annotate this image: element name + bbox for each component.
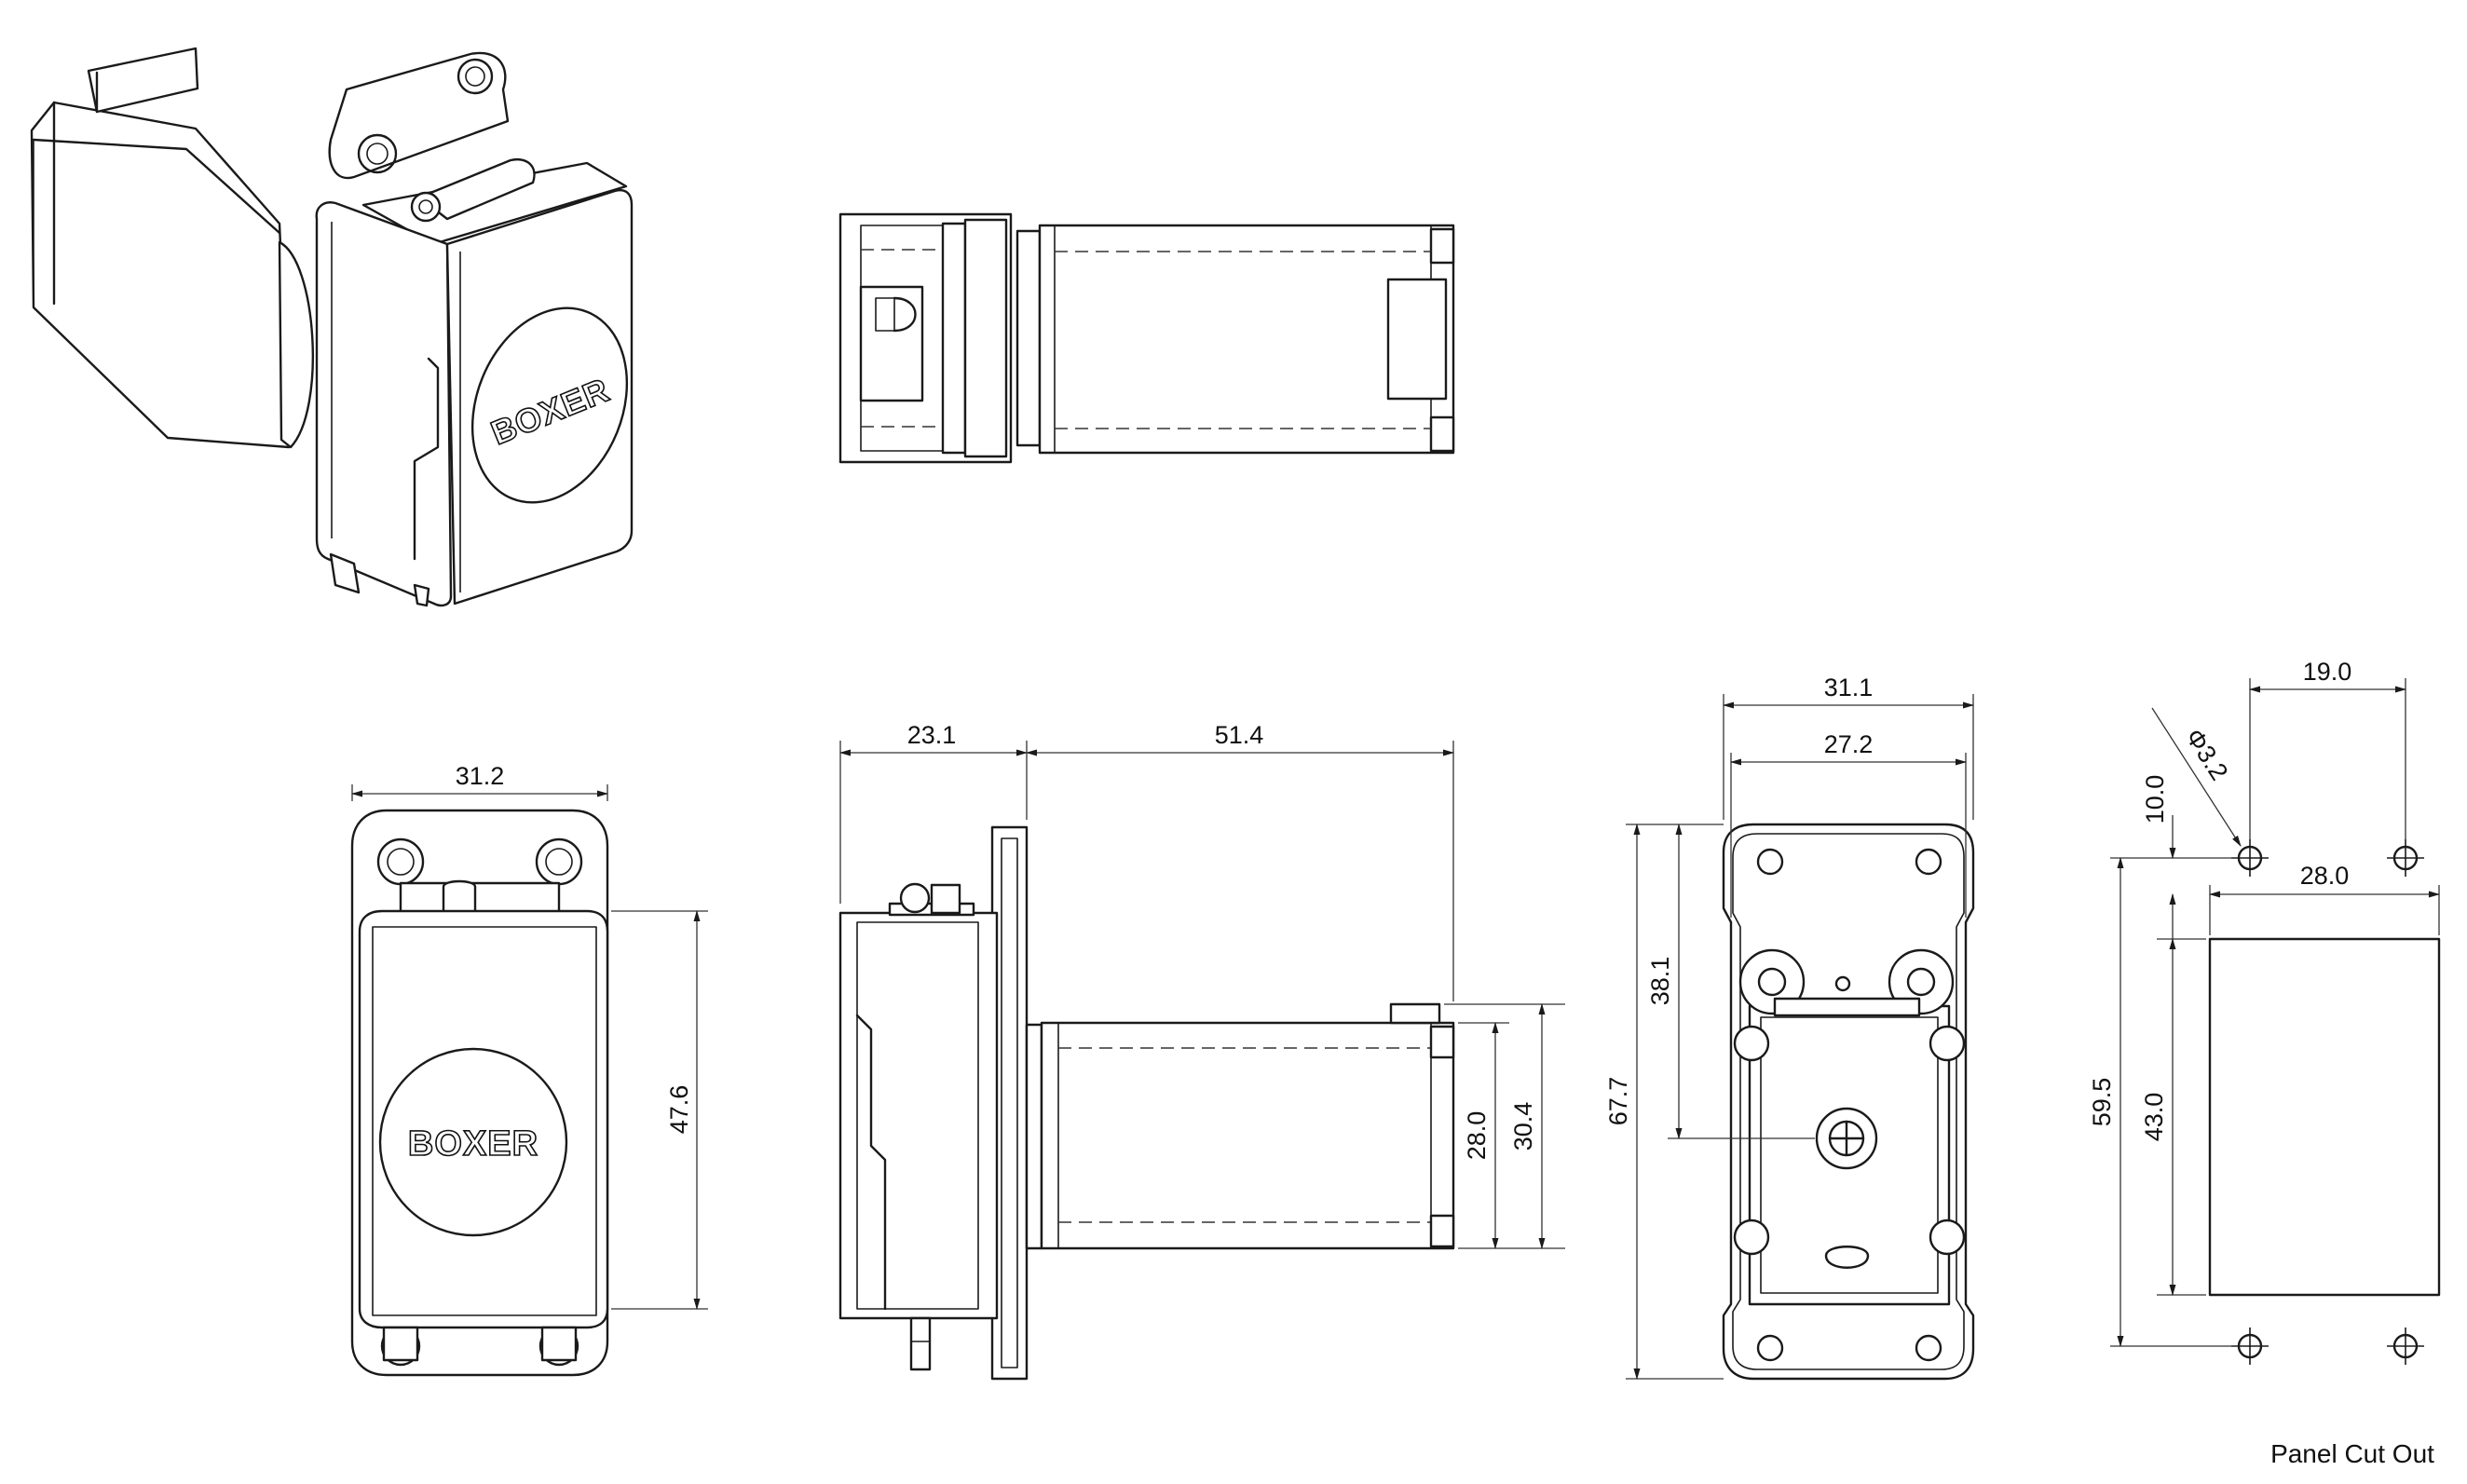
iso-bottom-tab — [329, 552, 361, 594]
top-gear-housing — [859, 285, 924, 402]
top-motor-label — [1386, 278, 1448, 401]
iso-case-body — [315, 189, 634, 607]
dim-bottom-outer-width: 31.1 — [1824, 674, 1874, 701]
dim-cutout-hole-offset-x: 19.0 — [2303, 658, 2352, 686]
front-case — [358, 909, 609, 1329]
side-motor-body — [1040, 1021, 1455, 1250]
isometric-view: BOXER — [30, 47, 634, 607]
top-motor-collar — [1015, 229, 1042, 447]
cutout-rectangle — [2208, 937, 2441, 1297]
front-output-shaft — [442, 879, 477, 915]
dim-cutout-height: 43.0 — [2140, 1093, 2168, 1142]
bottom-view — [1722, 823, 1975, 1381]
iso-flange — [328, 51, 510, 180]
dim-side-body-length: 51.4 — [1215, 721, 1264, 749]
dimension-labels: 31.2 47.6 23.1 51.4 28.0 30.4 31.1 27.2 … — [456, 658, 2352, 1160]
dim-bottom-shaft-height: 38.1 — [1646, 957, 1674, 1006]
dim-cutout-hole-spacing: 59.5 — [2088, 1078, 2116, 1127]
dim-cutout-hole-offset-y: 10.0 — [2141, 775, 2169, 824]
dim-side-motor-inner: 28.0 — [1463, 1111, 1491, 1161]
cutout-hole — [2387, 839, 2424, 877]
iso-mount-hole — [357, 133, 398, 174]
dimension-lines — [351, 678, 2440, 1380]
side-view — [838, 825, 1455, 1381]
dim-front-width: 31.2 — [456, 762, 505, 790]
bottom-screw — [1733, 1219, 1770, 1256]
side-motor-tab — [1389, 1002, 1441, 1025]
panel-cutout-view — [2208, 839, 2441, 1365]
front-logo-disc — [378, 1047, 568, 1237]
front-brand-label: BOXER — [408, 1124, 538, 1164]
side-output-shaft — [899, 882, 931, 914]
top-view — [838, 212, 1455, 464]
iso-motor-cap — [278, 240, 314, 449]
iso-case-top — [361, 157, 628, 246]
dim-bottom-total-height: 67.7 — [1604, 1077, 1632, 1126]
dim-cutout-hole-diameter: Φ3.2 — [2180, 724, 2233, 785]
top-motor-body — [1038, 224, 1455, 455]
dim-cutout-width: 28.0 — [2300, 862, 2350, 890]
bottom-screw — [1929, 1219, 1966, 1256]
front-view: BOXER — [350, 809, 609, 1377]
dim-front-height: 47.6 — [665, 1085, 693, 1135]
iso-cable-exit — [413, 583, 430, 607]
top-flange-plate — [941, 222, 967, 455]
side-case — [838, 911, 999, 1320]
bottom-screw — [1733, 1025, 1770, 1062]
iso-motor — [30, 47, 291, 449]
dim-side-motor-outer: 30.4 — [1509, 1102, 1537, 1151]
dim-side-flange: 23.1 — [907, 721, 957, 749]
side-cable-exit — [909, 1316, 932, 1371]
bottom-screw — [1929, 1025, 1966, 1062]
cutout-hole — [2231, 839, 2269, 877]
dim-bottom-inner-width: 27.2 — [1824, 730, 1874, 758]
iso-output-shaft — [410, 191, 442, 223]
iso-mount-hole — [457, 58, 494, 95]
cutout-hole — [2231, 1327, 2269, 1365]
panel-cutout-caption: Panel Cut Out — [2270, 1439, 2434, 1468]
cutout-hole — [2387, 1327, 2424, 1365]
